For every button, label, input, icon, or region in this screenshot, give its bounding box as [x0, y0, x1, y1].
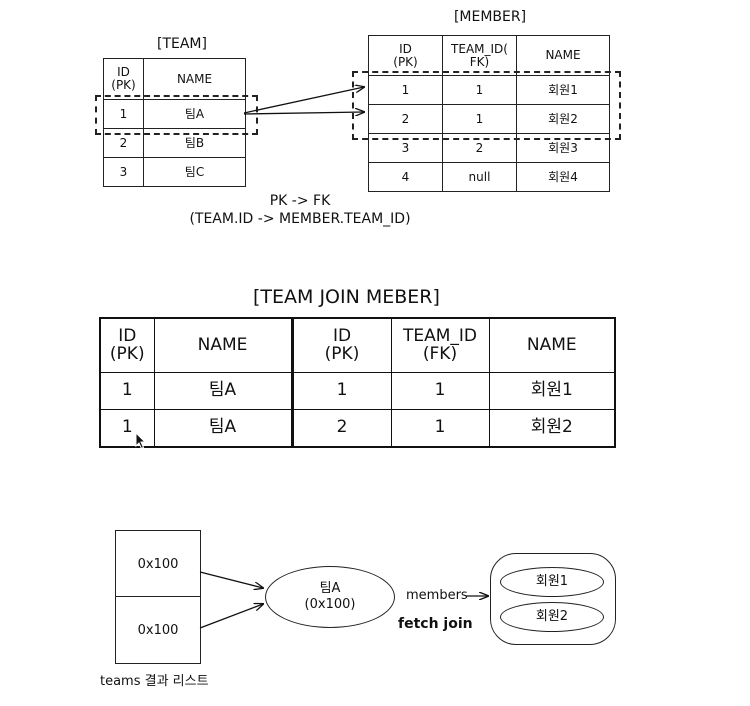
member-table-title: [MEMBER]	[453, 9, 527, 25]
join-table-title: [TEAM JOIN MEBER]	[253, 286, 440, 308]
team-object: 팀A (0x100)	[265, 566, 395, 628]
fk-caption-line2: (TEAM.ID -> MEMBER.TEAM_ID)	[189, 211, 411, 227]
join-header-member-name: NAME	[488, 317, 616, 373]
fk-arrow-to-member1	[243, 87, 364, 114]
team-header-name: NAME	[143, 58, 246, 100]
join-cell: 1	[99, 371, 155, 410]
member-cell: 회원2	[516, 104, 610, 134]
fk-caption-line1: PK -> FK	[269, 193, 331, 209]
member-header-id: ID (PK)	[368, 35, 443, 76]
member-header-team-id: TEAM_ID( FK)	[442, 35, 517, 76]
join-header-team-id: ID (PK)	[99, 317, 155, 373]
mouse-cursor-icon	[135, 432, 147, 450]
join-table: ID (PK) NAME ID (PK) TEAM_ID (FK) NAME 1…	[99, 317, 616, 448]
member-cell: 회원4	[516, 162, 610, 192]
member-cell: null	[442, 162, 517, 192]
member-header-name: NAME	[516, 35, 610, 76]
join-cell: 1	[99, 408, 155, 448]
team-cell: 1	[103, 99, 144, 129]
team-header-id: ID (PK)	[103, 58, 144, 100]
member-object-2: 회원2	[500, 602, 604, 632]
team-cell: 팀C	[143, 157, 246, 187]
members-label: members	[406, 588, 468, 603]
team-object-name: 팀A	[319, 580, 341, 596]
join-header-member-id: ID (PK)	[291, 317, 392, 373]
table-row: 1 팀A 1 1 회원1	[99, 371, 616, 410]
list-slot-1: 0x100	[115, 530, 201, 598]
join-header-team-name: NAME	[153, 317, 294, 373]
member-object-1: 회원1	[500, 567, 604, 597]
team-cell: 팀A	[143, 99, 246, 129]
join-cell: 1	[390, 408, 490, 448]
table-row: 2 1 회원2	[368, 104, 610, 134]
join-cell: 팀A	[153, 408, 294, 448]
team-table-title: [TEAM]	[157, 36, 207, 52]
list-slot-2: 0x100	[115, 596, 201, 664]
join-cell: 1	[390, 371, 490, 410]
team-row-highlight	[95, 95, 258, 135]
team-cell: 3	[103, 157, 144, 187]
join-cell: 팀A	[153, 371, 294, 410]
fetch-join-label: fetch join	[398, 616, 473, 632]
join-cell: 회원2	[488, 408, 616, 448]
list-caption: teams 결과 리스트	[100, 674, 209, 689]
fk-caption: PK -> FK (TEAM.ID -> MEMBER.TEAM_ID)	[160, 192, 440, 228]
ref-arrow-1	[199, 571, 263, 588]
table-row: 4 null 회원4	[368, 162, 610, 192]
member-cell: 1	[368, 75, 443, 105]
table-row: 1 팀A	[103, 99, 246, 129]
member-cell: 4	[368, 162, 443, 192]
table-row: 1 팀A 2 1 회원2	[99, 408, 616, 448]
join-header-team-id-fk: TEAM_ID (FK)	[390, 317, 490, 373]
fk-arrow-to-member2	[243, 112, 364, 114]
team-object-addr: (0x100)	[304, 597, 356, 612]
table-row: 3 팀C	[103, 157, 246, 187]
join-cell: 1	[291, 371, 392, 410]
member-rows-highlight	[352, 71, 621, 140]
join-cell: 2	[291, 408, 392, 448]
join-cell: 회원1	[488, 371, 616, 410]
ref-arrow-2	[199, 604, 263, 629]
